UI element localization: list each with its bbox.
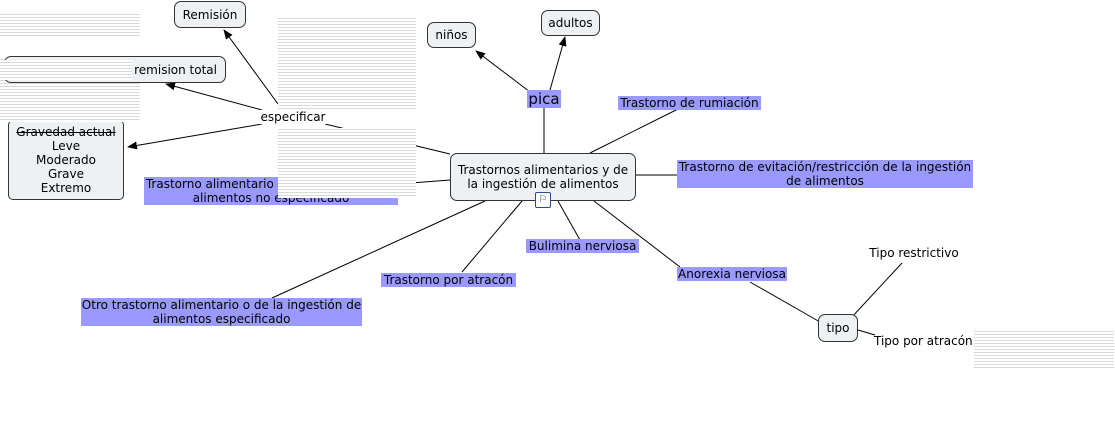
label-especificar: especificar	[258, 110, 328, 124]
node-anorexia[interactable]: Anorexia nerviosa	[677, 267, 787, 281]
severity-level: Grave	[47, 167, 85, 181]
severity-level: Extremo	[40, 181, 92, 195]
severity-title: Gravedad actual	[16, 125, 116, 139]
scribble-area	[278, 18, 416, 111]
label-tipo-restrictivo: Tipo restrictivo	[869, 246, 959, 260]
scribble-area	[974, 330, 1114, 370]
scribble-area	[0, 12, 140, 38]
node-rumiacion[interactable]: Trastorno de rumiación	[618, 96, 761, 110]
severity-box: Gravedad actual Leve Moderado Grave Extr…	[8, 120, 124, 200]
node-otro-especificado[interactable]: Otro trastorno alimentario o de la inges…	[81, 298, 362, 326]
node-evitacion[interactable]: Trastorno de evitación/restricción de la…	[677, 160, 973, 188]
scribble-area	[4, 60, 132, 80]
node-tipo[interactable]: tipo	[818, 314, 858, 342]
label-tipo-atracon: Tipo por atracón	[874, 334, 973, 348]
severity-level: Leve	[51, 139, 81, 153]
node-atracon[interactable]: Trastorno por atracón	[381, 273, 516, 287]
node-pica[interactable]: pica	[527, 90, 561, 108]
node-ninos[interactable]: niños	[427, 22, 476, 48]
node-remision[interactable]: Remisión	[174, 1, 246, 28]
sitemap-icon[interactable]: ⚐	[535, 192, 551, 208]
scribble-area	[278, 176, 398, 198]
node-bulimia[interactable]: Bulimina nerviosa	[526, 239, 639, 253]
severity-level: Moderado	[36, 153, 96, 167]
node-adultos[interactable]: adultos	[541, 10, 600, 36]
